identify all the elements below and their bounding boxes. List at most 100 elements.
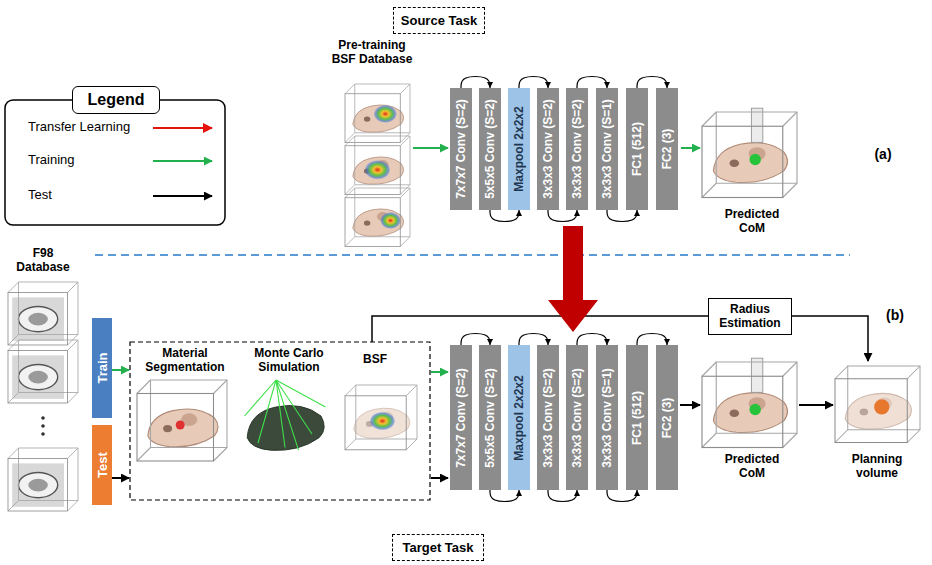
simulation-image [245,380,326,450]
volume-image [345,136,410,195]
training-arrow [431,371,448,373]
flow-arrow [607,490,637,502]
flow-arrow [637,334,667,346]
legend-entry: Test [28,187,52,202]
figure-label: Monte Carlo Simulation [242,346,336,375]
layer-block: FC1 (512) [626,345,648,490]
flow-arrow [577,77,607,89]
planning-image [835,366,920,443]
layer-block: 3x3x3 Conv (S=1) [596,345,618,490]
figure-label: F98 Database [10,246,76,275]
layer-block: FC2 (3) [656,345,678,490]
flow-arrow [637,77,667,89]
flow-arrow [461,334,490,346]
training-arrow [413,147,448,149]
figure-label: Pre-training BSF Database [330,38,414,67]
flow-arrow [548,210,577,222]
node-text: 3x3x3 Conv (S=1) [600,368,614,468]
layer-block: FC1 (512) [626,88,648,210]
bsf-line [372,316,708,342]
layer-block: 5x5x5 Conv (S=2) [479,345,501,490]
volume-image [345,188,410,247]
legend-arrow [153,127,212,129]
layer-block: 7x7x7 Conv (S=2) [450,345,472,490]
ct-image [8,448,78,511]
node-text: Target Task [402,540,473,555]
ct-image [8,340,78,403]
figure-label: Material Segmentation [138,346,232,375]
split-bar: Train [92,318,112,418]
figure-label: BSF [350,352,400,366]
flow-arrow [519,77,548,89]
flow-arrow [490,490,519,502]
legend-entry: Training [28,152,74,167]
node-text: Source Task [401,13,477,28]
flow-arrow [607,210,637,222]
segmentation-image [137,380,227,461]
node-text: FC1 (512) [630,390,644,444]
flow-arrow [519,334,548,346]
node-text: 3x3x3 Conv (S=1) [600,99,614,199]
bsf-image [345,385,417,450]
pool-block: Maxpool 2x2x2 [508,345,530,490]
layer-block: 3x3x3 Conv (S=2) [566,345,588,490]
node-text: 3x3x3 Conv (S=2) [541,99,555,199]
node-text: 7x7x7 Conv (S=2) [454,99,468,199]
pool-block: Maxpool 2x2x2 [508,88,530,210]
split-bar: Test [92,425,112,505]
legend-heading: Legend [72,86,160,114]
node-text: Radius Estimation [715,302,785,331]
figure-label: (b) [878,307,912,324]
flow-arrow [490,210,519,222]
transfer-arrow [548,226,598,332]
node-text: Maxpool 2x2x2 [512,375,526,460]
process-box: Radius Estimation [708,298,792,335]
legend-frame [5,100,225,225]
ct-image [8,282,78,345]
legend-entry: Transfer Learning [28,119,130,134]
node-text: 5x5x5 Conv (S=2) [483,368,497,468]
legend-text: Training [28,152,74,167]
node-text: FC2 (3) [660,397,674,438]
node-text: 7x7x7 Conv (S=2) [454,368,468,468]
flow-arrow [461,77,490,89]
flow-arrow [577,334,607,346]
node-text: Test [95,452,110,478]
figure-label: Predicted CoM [712,207,792,236]
legend-text: Transfer Learning [28,119,130,134]
node-text: Maxpool 2x2x2 [512,106,526,191]
node-text: FC2 (3) [660,129,674,170]
figure-label: Predicted CoM [712,452,792,481]
layer-block: 3x3x3 Conv (S=1) [596,88,618,210]
test-arrow [431,477,448,479]
training-arrow [112,369,129,371]
radius-line [792,316,868,361]
training-arrow [681,147,700,149]
test-arrow [799,404,833,406]
pipeline-frame [130,342,430,500]
com-image [702,108,797,197]
ellipsis-dots [41,416,45,436]
legend-arrow [153,195,212,197]
node-text: FC1 (512) [630,122,644,176]
node-text: Legend [88,91,145,109]
test-arrow [112,477,129,479]
node-text: 3x3x3 Conv (S=2) [570,99,584,199]
layer-block: 7x7x7 Conv (S=2) [450,88,472,210]
layer-block: 3x3x3 Conv (S=2) [537,345,559,490]
task-box: Target Task [392,534,484,561]
volume-image [345,84,410,143]
layer-block: FC2 (3) [656,88,678,210]
layer-block: 3x3x3 Conv (S=2) [566,88,588,210]
task-box: Source Task [393,7,485,34]
test-arrow [680,404,700,406]
separator-line [95,254,850,256]
node-text: 3x3x3 Conv (S=2) [570,368,584,468]
figure-label: (a) [866,146,900,163]
layer-block: 5x5x5 Conv (S=2) [479,88,501,210]
node-text: 5x5x5 Conv (S=2) [483,99,497,199]
legend-arrow [153,160,212,162]
figure-label: Planning volume [840,452,914,481]
legend-text: Test [28,187,52,202]
flow-arrow [548,490,577,502]
